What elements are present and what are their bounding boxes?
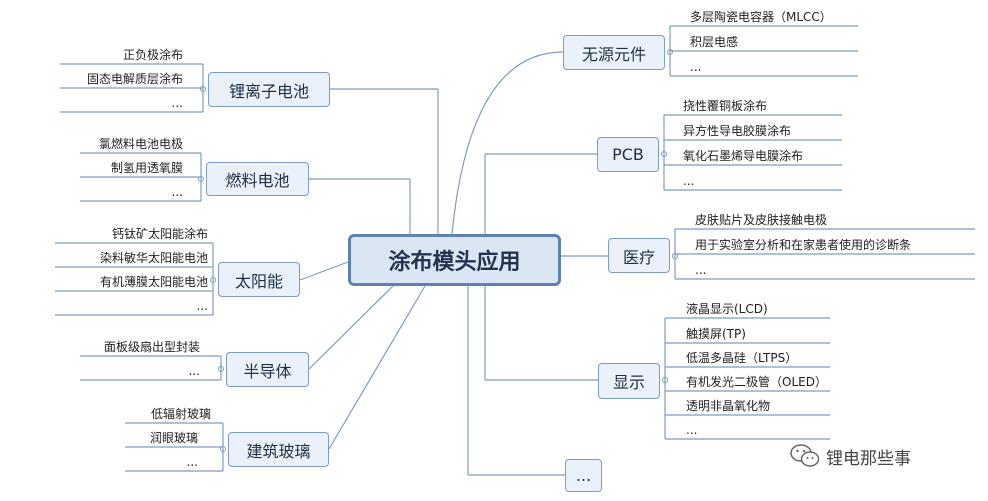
leaf-text: 低温多晶硅（LTPS） bbox=[686, 351, 798, 365]
branch-medical: 医疗 bbox=[608, 238, 670, 273]
leaf-text: ... bbox=[171, 96, 183, 110]
leaf-text: 积层电感 bbox=[690, 35, 739, 49]
branch-more: ... bbox=[565, 459, 602, 492]
leaf-text: ... bbox=[196, 299, 208, 313]
watermark-text: 锂电那些事 bbox=[826, 448, 911, 469]
leaf-text: 钙钛矿太阳能涂布 bbox=[111, 227, 208, 241]
connector-line bbox=[308, 285, 394, 370]
branch-lithium-battery: 锂离子电池 bbox=[208, 72, 330, 107]
leaf-text: 异方性导电胶膜涂布 bbox=[683, 124, 792, 138]
leaf-text: 挠性覆铜板涂布 bbox=[683, 99, 768, 113]
leaf-text: 固态电解质层涂布 bbox=[86, 72, 183, 86]
center-node: 涂布模头应用 bbox=[348, 234, 561, 286]
leaf-text: ... bbox=[186, 455, 198, 469]
leaf-text: ... bbox=[686, 423, 698, 437]
wechat-icon bbox=[790, 444, 820, 467]
leaf-text: ... bbox=[171, 185, 183, 199]
leaf-text: ... bbox=[690, 60, 702, 74]
connector-line bbox=[328, 285, 426, 450]
leaf-text: 染料敏华太阳能电池 bbox=[99, 251, 208, 265]
branch-passive-components: 无源元件 bbox=[563, 35, 665, 70]
leaf-text: ... bbox=[188, 364, 200, 378]
leaf-text: 氯燃料电池电极 bbox=[98, 137, 183, 151]
leaf-text: 制氢用透氧膜 bbox=[110, 161, 183, 175]
leaf-text: 透明非晶氧化物 bbox=[686, 399, 771, 413]
leaf-text: 液晶显示(LCD) bbox=[686, 302, 768, 316]
branch-display: 显示 bbox=[598, 363, 660, 399]
leaf-text: 正负极涂布 bbox=[122, 48, 183, 62]
leaf-text: 润眼玻璃 bbox=[149, 431, 198, 445]
leaf-text: 皮肤贴片及皮肤接触电极 bbox=[695, 213, 828, 227]
leaf-text: ... bbox=[695, 263, 707, 277]
leaf-text: 有机薄膜太阳能电池 bbox=[99, 275, 208, 289]
watermark: 锂电那些事 bbox=[790, 443, 911, 469]
connector-line bbox=[451, 51, 564, 235]
leaf-text: 氧化石墨烯导电膜涂布 bbox=[683, 149, 804, 163]
connector-line bbox=[299, 261, 349, 281]
leaf-text: 面板级扇出型封装 bbox=[103, 340, 200, 354]
branch-semiconductor: 半导体 bbox=[226, 352, 309, 387]
leaf-text: 低辐射玻璃 bbox=[150, 407, 211, 421]
leaf-text: 有机发光二极管（OLED） bbox=[686, 375, 827, 389]
branch-architectural-glass: 建筑玻璃 bbox=[228, 432, 329, 467]
branch-solar: 太阳能 bbox=[218, 262, 300, 297]
leaf-text: ... bbox=[683, 174, 695, 188]
leaf-text: 用于实验室分析和在家患者使用的诊断条 bbox=[695, 238, 912, 252]
branch-fuel-cell: 燃料电池 bbox=[206, 162, 309, 196]
leaf-text: 触摸屏(TP) bbox=[686, 327, 746, 341]
branch-pcb: PCB bbox=[597, 137, 659, 172]
leaf-text: 多层陶瓷电容器（MLCC） bbox=[690, 10, 832, 24]
